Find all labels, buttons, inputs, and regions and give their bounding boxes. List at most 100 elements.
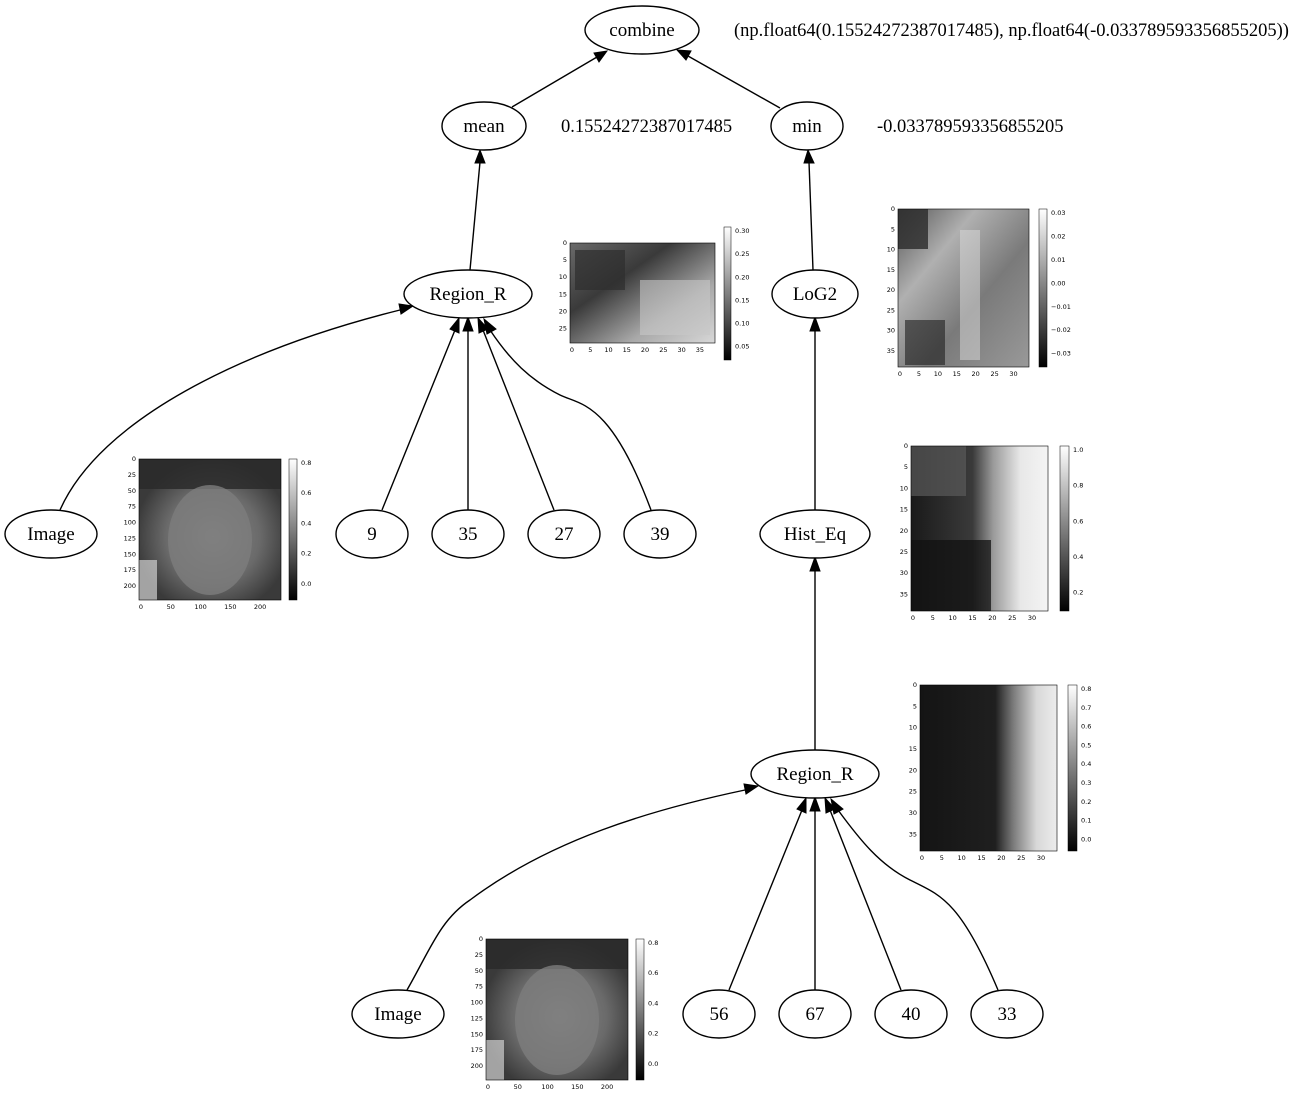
tick-label: 20 — [972, 370, 980, 378]
tick-label: 0 — [891, 205, 895, 213]
tick-label: 25 — [990, 370, 998, 378]
node-33: 33 — [970, 989, 1044, 1039]
tick-label: 25 — [900, 548, 908, 556]
colorbar-tick-label: 0.03 — [1051, 209, 1065, 217]
tick-label: 15 — [953, 370, 961, 378]
tick-label: 0 — [920, 854, 924, 862]
tick-label: 15 — [977, 854, 985, 862]
tick-label: 20 — [909, 766, 917, 774]
colorbar-tick-label: 0.6 — [301, 489, 311, 497]
tick-label: 25 — [909, 788, 917, 796]
tick-label: 15 — [887, 266, 895, 274]
tick-label: 75 — [475, 983, 483, 991]
colorbar-tick-label: 0.0 — [301, 580, 311, 588]
node-log2: LoG2 — [771, 269, 859, 319]
edge-image-to-region-r-bottom — [406, 789, 746, 991]
tick-label: 35 — [900, 590, 908, 598]
colorbar-tick-label: 0.2 — [301, 550, 311, 558]
tick-label: 35 — [696, 346, 704, 354]
tick-label: 15 — [559, 290, 567, 298]
edge-27-to-region-r-top — [482, 329, 555, 511]
colorbar-tick-label: 0.2 — [1081, 798, 1091, 806]
tick-label: 125 — [124, 534, 136, 542]
tick-label: 20 — [887, 286, 895, 294]
edge-33-to-region-r-bottom — [837, 809, 999, 991]
colorbar-tick-label: 0.20 — [735, 273, 749, 281]
node-min-label: min — [792, 116, 822, 137]
tick-label: 30 — [1028, 614, 1036, 622]
tick-label: 0 — [898, 370, 902, 378]
node-min: min — [770, 101, 844, 151]
node-39: 39 — [623, 509, 697, 559]
tick-label: 10 — [604, 346, 612, 354]
colorbar-tick-label: 0.02 — [1051, 232, 1065, 240]
tick-label: 10 — [559, 273, 567, 281]
tick-label: 0 — [563, 239, 567, 247]
colorbar-tick-label: 0.1 — [1081, 817, 1091, 825]
tick-label: 35 — [887, 347, 895, 355]
tick-label: 200 — [254, 603, 266, 611]
tick-label: 0 — [570, 346, 574, 354]
colorbar-tick-label: 0.25 — [735, 250, 749, 258]
tick-label: 30 — [1009, 370, 1017, 378]
node-image-bottom: Image — [351, 989, 445, 1039]
combine-value: (np.float64(0.15524272387017485), np.flo… — [734, 21, 1289, 41]
tick-label: 30 — [1037, 854, 1045, 862]
edge-40-to-region-r-bottom — [829, 809, 902, 991]
edges — [59, 49, 999, 991]
tick-label: 0 — [913, 681, 917, 689]
colorbar-tick-label: 0.4 — [648, 999, 658, 1007]
tick-label: 0 — [132, 455, 136, 463]
tick-label: 125 — [471, 1014, 483, 1022]
tick-label: 30 — [909, 809, 917, 817]
colorbar-tick-label: 0.2 — [648, 1030, 658, 1038]
tick-label: 0 — [904, 442, 908, 450]
colorbar-tick-label: 0.3 — [1081, 779, 1091, 787]
colorbar-tick-label: 0.4 — [301, 519, 311, 527]
node-region-r-top: Region_R — [403, 269, 533, 319]
tick-label: 0 — [486, 1083, 490, 1091]
tick-label: 15 — [909, 745, 917, 753]
node-56: 56 — [682, 989, 756, 1039]
colorbar-tick-label: 0.6 — [1081, 723, 1091, 731]
colorbar-tick-label: 0.7 — [1081, 704, 1091, 712]
tick-label: 150 — [471, 1030, 483, 1038]
edge-56-to-region-r-bottom — [728, 809, 803, 991]
node-9: 9 — [335, 509, 409, 559]
edge-39-to-region-r-top — [489, 329, 652, 511]
edge-region-r-to-mean — [469, 161, 481, 271]
node-log2-label: LoG2 — [793, 284, 837, 305]
tick-label: 100 — [194, 603, 206, 611]
tick-label: 150 — [571, 1083, 583, 1091]
tick-label: 200 — [124, 582, 136, 590]
colorbar-tick-label: 0.6 — [1073, 517, 1083, 525]
colorbar-tick-label: 0.0 — [648, 1060, 658, 1068]
tick-label: 75 — [128, 503, 136, 511]
colorbar-tick-label: 0.30 — [735, 227, 749, 235]
node-combine: combine — [584, 5, 700, 55]
tick-label: 25 — [1017, 854, 1025, 862]
tick-label: 175 — [471, 1046, 483, 1054]
colorbar-tick-label: 0.8 — [1073, 482, 1083, 490]
tick-label: 0 — [911, 614, 915, 622]
tick-label: 25 — [887, 306, 895, 314]
node-9-label: 9 — [367, 524, 377, 545]
tick-label: 15 — [623, 346, 631, 354]
tick-label: 10 — [934, 370, 942, 378]
node-image-top: Image — [4, 509, 98, 559]
tick-label: 25 — [475, 951, 483, 959]
node-hist-eq-label: Hist_Eq — [784, 524, 847, 545]
colorbar-tick-label: 0.6 — [648, 969, 658, 977]
node-mean-label: mean — [463, 116, 505, 137]
colorbar-tick-label: 0.5 — [1081, 741, 1091, 749]
node-region-r-bottom: Region_R — [750, 749, 880, 799]
tick-label: 30 — [677, 346, 685, 354]
